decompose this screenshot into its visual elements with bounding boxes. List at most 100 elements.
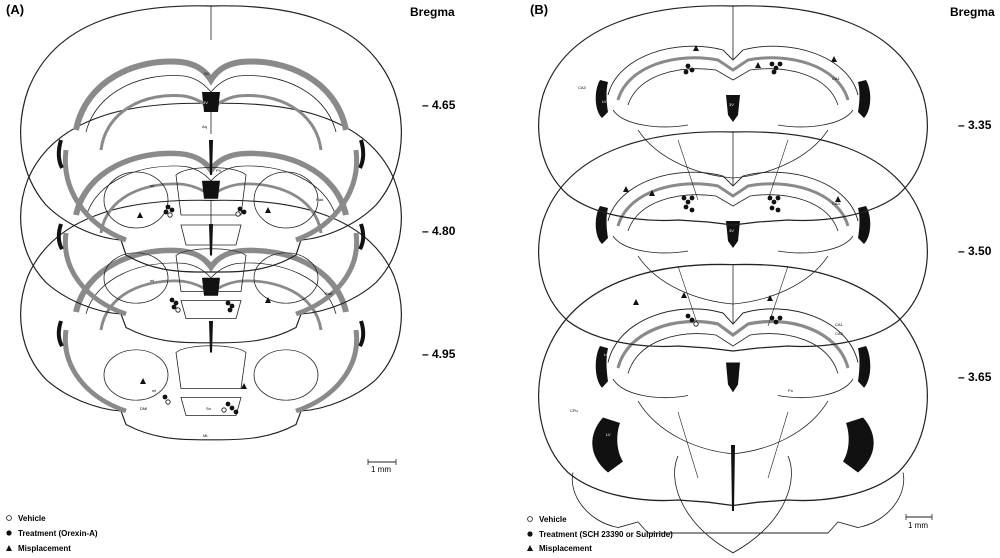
treatment-marker [685,199,691,205]
treatment-marker [225,401,231,407]
region-label-rad-2: Rad [325,291,332,296]
misplacement-marker [693,45,699,51]
treatment-marker [769,315,775,321]
misplacement-marker [831,56,837,62]
markers-a-3 [140,378,247,415]
legend-a-treatment: Treatment (Orexin-A) [18,529,98,538]
misplacement-marker [265,297,271,303]
treatment-marker [683,69,689,75]
treatment-marker [775,207,781,213]
misplacement-marker [755,62,761,68]
panel-b-bregma-heading: Bregma [950,5,995,19]
bregma-level-a-1: – 4.65 [422,98,456,112]
treatment-marker [685,313,691,319]
treatment-marker [233,409,239,415]
treatment-marker [685,63,691,69]
region-label-ml-1: ml [150,183,154,188]
vehicle-marker [165,399,171,405]
treatment-marker [237,206,243,212]
treatment-marker [681,195,687,201]
markers-b-3 [633,292,783,327]
misplacement-legend-marker [6,545,12,551]
panel-b-label: (B) [530,2,548,17]
region-label-ca3-2: CA3 [832,201,841,206]
legend-a-misplacement: Misplacement [18,544,71,553]
misplacement-legend-marker [527,545,533,551]
scale-bar-a-label: 1 mm [371,465,391,474]
vehicle-legend-marker [527,516,533,522]
treatment-marker [769,61,775,67]
treatment-marker [241,209,247,215]
panel-a: (A) Bregma – 4.65 – 4.80 – 4.95 3V Aq Ra… [6,2,456,553]
region-label-ml-2: ml [150,278,154,283]
treatment-marker [771,69,777,75]
treatment-legend-marker [527,531,533,537]
bregma-level-a-3: – 4.95 [422,347,456,361]
region-label-rad-1: Rad [316,197,323,202]
markers-a-1 [137,204,271,218]
region-label-cpu: CPu [570,408,578,413]
region-label-dmi: DMI [140,406,147,411]
misplacement-marker [835,196,841,202]
misplacement-marker [649,190,655,196]
markers-b-2 [623,186,841,213]
region-label-3v: 3V [203,100,208,105]
misplacement-marker [767,295,773,301]
bregma-level-b-2: – 3.50 [958,244,992,258]
bregma-level-b-3: – 3.65 [958,370,992,384]
panel-a-bregma-heading: Bregma [410,5,455,19]
legend-b-treatment: Treatment (SCH 23390 or Sulpiride) [539,530,673,539]
treatment-marker [229,303,235,309]
legend-a: Vehicle Treatment (Orexin-A) Misplacemen… [6,514,98,553]
treatment-marker [773,319,779,325]
vehicle-marker [175,307,181,313]
region-label-ca3-1: CA3 [578,85,587,90]
treatment-marker [165,204,171,210]
region-label-3v-1: 3V [729,102,734,107]
treatment-marker [777,315,783,321]
misplacement-marker [137,212,143,218]
vehicle-marker [235,211,241,217]
treatment-marker [225,300,231,306]
region-label-po: Po [788,388,794,393]
legend-a-vehicle: Vehicle [18,514,46,523]
markers-a-2 [169,297,271,313]
legend-b: Vehicle Treatment (SCH 23390 or Sulpirid… [527,515,673,553]
bregma-level-b-1: – 3.35 [958,118,992,132]
region-label-ca1-1: CA1 [832,76,841,81]
region-label-3v-2: 3V [729,228,734,233]
treatment-marker [689,207,695,213]
region-label-ml-3: ml [152,388,156,393]
treatment-marker [173,300,179,306]
treatment-marker [683,204,689,210]
markers-b-1 [683,45,837,75]
region-label-ca1-2: CA1 [835,322,844,327]
scale-bar-b-label: 1 mm [908,521,928,530]
treatment-marker [689,195,695,201]
region-label-ml-caps: ML [203,433,209,438]
vehicle-marker [167,212,173,218]
region-label-3v-3: 3V [729,354,734,359]
treatment-marker [162,394,168,400]
region-label-lv-3: LV [606,432,611,437]
vehicle-marker [221,407,227,413]
region-label-lv-2: LV [604,352,609,357]
misplacement-marker [681,292,687,298]
treatment-marker [171,304,177,310]
treatment-marker [777,61,783,67]
misplacement-marker [265,207,271,213]
misplacement-marker [140,378,146,384]
treatment-marker [169,207,175,213]
legend-b-vehicle: Vehicle [539,515,567,524]
treatment-marker [775,195,781,201]
treatment-marker [227,307,233,313]
treatment-marker [163,209,169,215]
vehicle-marker [693,321,699,327]
treatment-marker [771,199,777,205]
treatment-marker [689,317,695,323]
panel-a-label: (A) [6,2,24,17]
section-b-3 [537,262,929,554]
treatment-marker [229,405,235,411]
vehicle-legend-marker [6,515,12,521]
